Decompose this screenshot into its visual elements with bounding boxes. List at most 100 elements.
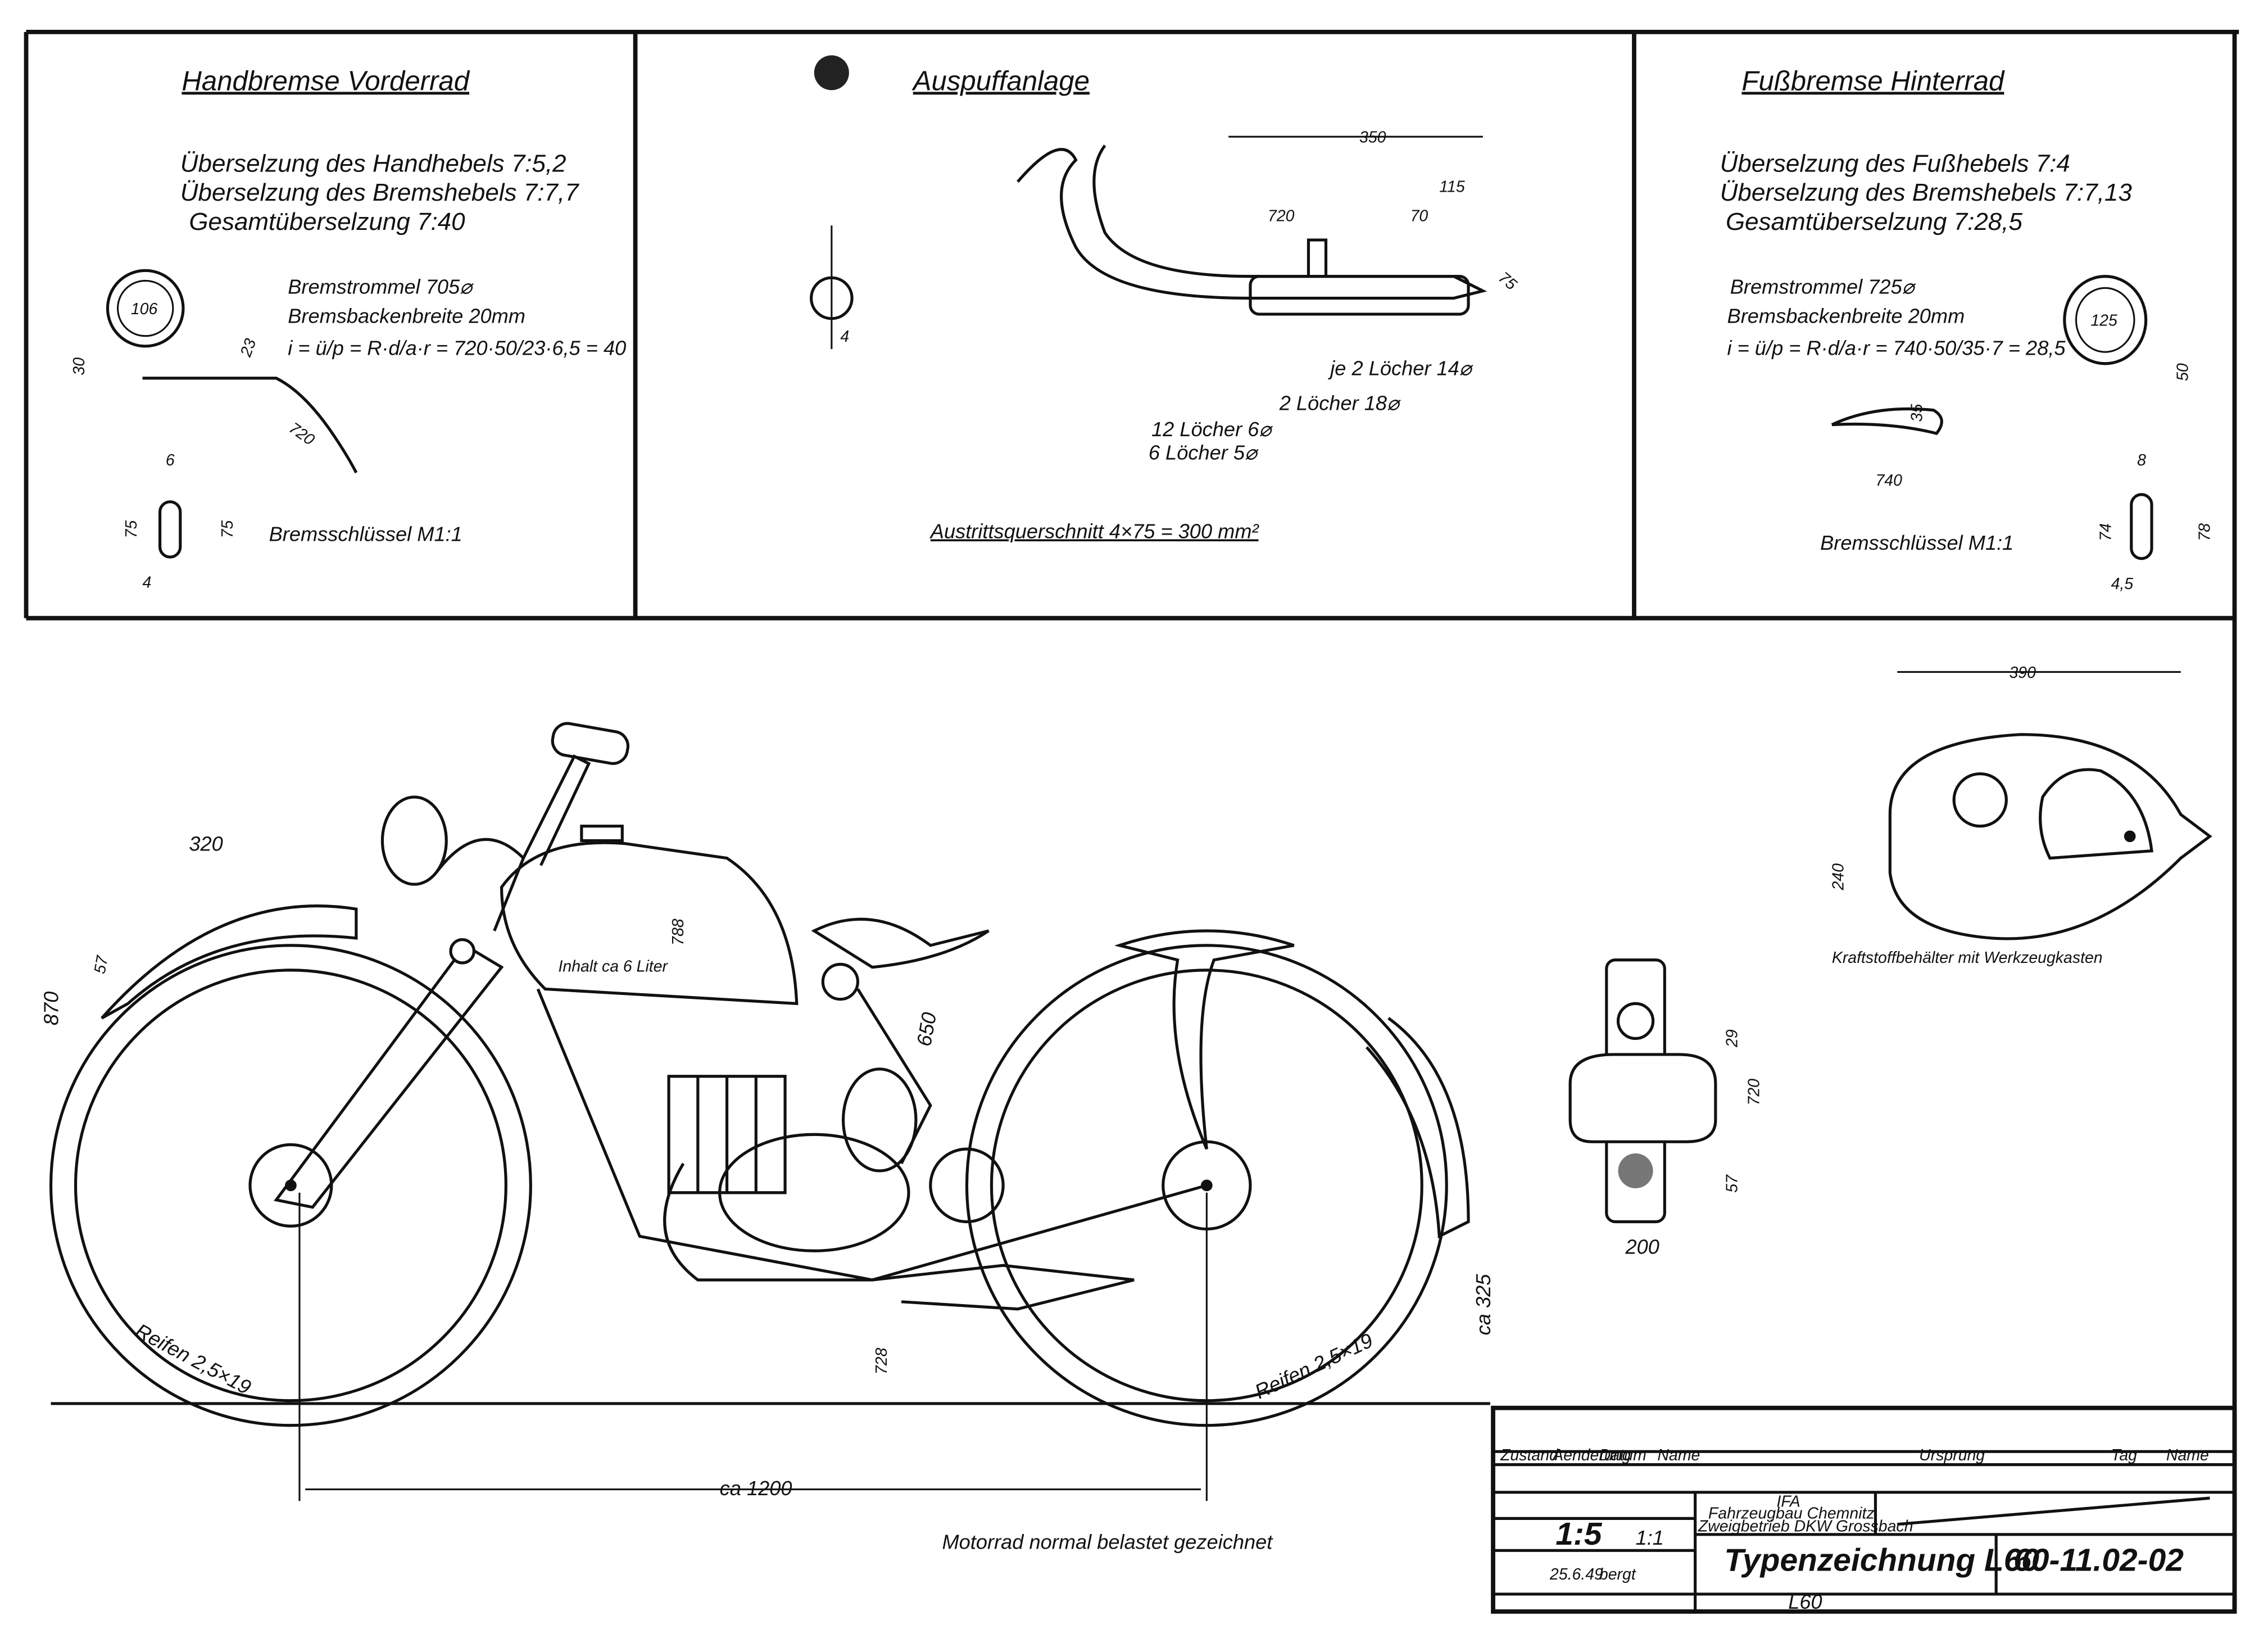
company-text: IFA (1777, 1493, 1800, 1511)
tank-label: Inhalt ca 6 Liter (558, 957, 668, 975)
dim-label: 8 (2137, 451, 2146, 469)
header-cell: Aenderung (1552, 1446, 1631, 1464)
header-cell: Ursprung (1919, 1446, 1985, 1464)
dim-label: 720 (1745, 1079, 1763, 1106)
dim-label: 74 (2097, 523, 2115, 541)
scale-text: 1:5 (1555, 1516, 1603, 1552)
ratio-text: Überselzung des Bremshebels 7:7,7 (180, 179, 579, 206)
plate-detail: 29 720 57 200 (1568, 958, 1763, 1258)
dim-label: 390 (2009, 664, 2036, 682)
muffler-shape (1249, 275, 1470, 316)
dim-label: 870 (39, 992, 62, 1025)
drum-text: Bremstrommel 725⌀ (1730, 275, 1916, 298)
exhaust-pipe-shape (1017, 144, 1487, 300)
punch-hole-mark (814, 55, 849, 90)
front-brake-panel: Handbremse Vorderrad Überselzung des Han… (70, 66, 626, 591)
dim-label: 35 (1908, 404, 1926, 422)
dim-label: 30 (70, 358, 88, 375)
title-block: Zustand Aenderung Datum Name Ursprung Ta… (1491, 1405, 2237, 1614)
dim-label: 75 (1495, 269, 1520, 294)
drive-sprocket-cover (929, 1147, 1005, 1224)
header-cell: Datum (1599, 1446, 1646, 1464)
rear-fender (1366, 1017, 1470, 1239)
dim-label: 57 (91, 954, 112, 975)
dim-label: 75 (219, 521, 237, 539)
dim-label: 720 (285, 419, 317, 449)
handlebar-stem (522, 754, 591, 866)
dim-label: 70 (1410, 207, 1428, 225)
dim-label: 740 (1875, 472, 1902, 490)
dim-label: 240 (1830, 863, 1848, 891)
dim-label: 728 (873, 1348, 891, 1375)
ratio-text: Überselzung des Handhebels 7:5,2 (180, 150, 566, 177)
engine-cylinder (667, 1075, 787, 1194)
rear-brake-panel: Fußbremse Hinterrad Überselzung des Fußh… (1720, 66, 2214, 593)
dim-label: 720 (1268, 207, 1295, 225)
tyre-label: Reifen 2,5×19 (1251, 1329, 1377, 1404)
header-cell: Zustand (1500, 1446, 1559, 1464)
steering-head (435, 838, 525, 931)
dim-label: 125 (2090, 312, 2117, 330)
holes-text: je 2 Löcher 14⌀ (1327, 357, 1473, 380)
drawn-by-text: bergt (1599, 1565, 1636, 1583)
header-cell: Tag (2111, 1446, 2138, 1464)
engine-crankcase (718, 1133, 910, 1252)
dim-label: 23 (237, 336, 260, 360)
outlet-text: Austrittsquerschnitt 4×75 = 300 mm² (929, 519, 1260, 542)
company-text: Zweigbetrieb DKW Grossbach (1698, 1518, 1913, 1536)
dim-label: 57 (1723, 1174, 1741, 1193)
dim-label: 650 (912, 1011, 941, 1048)
tank-detail: 390 240 Kraftstoffbehälter mit Werkzeugk… (1830, 664, 2212, 967)
holes-text: 12 Löcher 6⌀ (1151, 418, 1273, 441)
dim-label: 200 (1625, 1235, 1659, 1258)
dim-label: 106 (131, 300, 158, 318)
ratio-text: Gesamtüberselzung 7:40 (189, 208, 465, 236)
holes-text: 2 Löcher 18⌀ (1279, 392, 1401, 415)
drum-text: Bremstrommel 705⌀ (288, 275, 474, 298)
brake-lever-shape (142, 377, 358, 474)
ratio-text: Überselzung des Bremshebels 7:7,13 (1720, 179, 2133, 206)
dim-label: 4,5 (2111, 575, 2134, 593)
headlight (380, 795, 448, 886)
front-fork (274, 943, 504, 1209)
holes-text: 6 Löcher 5⌀ (1149, 441, 1259, 464)
dim-label: 4 (143, 573, 152, 591)
panel-title: Fußbremse Hinterrad (1741, 66, 2005, 96)
front-fender (101, 904, 358, 1020)
panel-title: Handbremse Vorderrad (182, 66, 470, 96)
ratio-text: Überselzung des Fußhebels 7:4 (1720, 150, 2070, 177)
saddle (811, 917, 990, 969)
dim-label: 75 (123, 521, 140, 539)
brake-drum-shape (2063, 275, 2148, 365)
date-text: 25.6.49 (1549, 1565, 1603, 1583)
company-text: Fahrzeugbau Chemnitz (1708, 1504, 1875, 1522)
panel-title: Auspuffanlage (911, 66, 1090, 96)
formula-text: i = ü/p = R·d/a·r = 720·50/23·6,5 = 40 (288, 336, 626, 359)
header-cell: Name (2166, 1446, 2209, 1464)
exhaust-panel: Auspuffanlage 350 720 115 70 75 4 je 2 L… (810, 55, 1520, 542)
tank-cap (580, 825, 624, 843)
dim-label: 4 (840, 328, 849, 346)
formula-text: i = ü/p = R·d/a·r = 740·50/35·7 = 28,5 (1727, 336, 2066, 359)
handlebar-grip (551, 722, 630, 765)
shoe-text: Bremsbackenbreite 20mm (288, 304, 525, 327)
brake-key-shape (2130, 493, 2153, 560)
dim-label: 788 (669, 918, 687, 945)
shoe-text: Bremsbackenbreite 20mm (1727, 304, 1965, 327)
rear-seat-carrier (1114, 929, 1295, 1150)
exhaust-pipe (663, 1162, 1135, 1311)
brake-key-shape (158, 500, 182, 559)
scale-text: 1:1 (1636, 1526, 1664, 1549)
frame-tubes (536, 988, 1208, 1282)
tyre-label: Reifen 2,5×19 (131, 1319, 255, 1399)
dim-label: 6 (166, 451, 175, 469)
drawing-number: 60-11.02-02 (2013, 1542, 2184, 1578)
dim-label: ca 325 (1472, 1274, 1495, 1336)
drawing-frame (24, 30, 2239, 1612)
front-wheel (49, 944, 532, 1427)
dim-label: 29 (1723, 1029, 1741, 1048)
tank-caption: Kraftstoffbehälter mit Werkzeugkasten (1832, 949, 2103, 967)
dim-label: 50 (2174, 363, 2192, 381)
brake-key-text: Bremsschlüssel M1:1 (269, 523, 462, 546)
